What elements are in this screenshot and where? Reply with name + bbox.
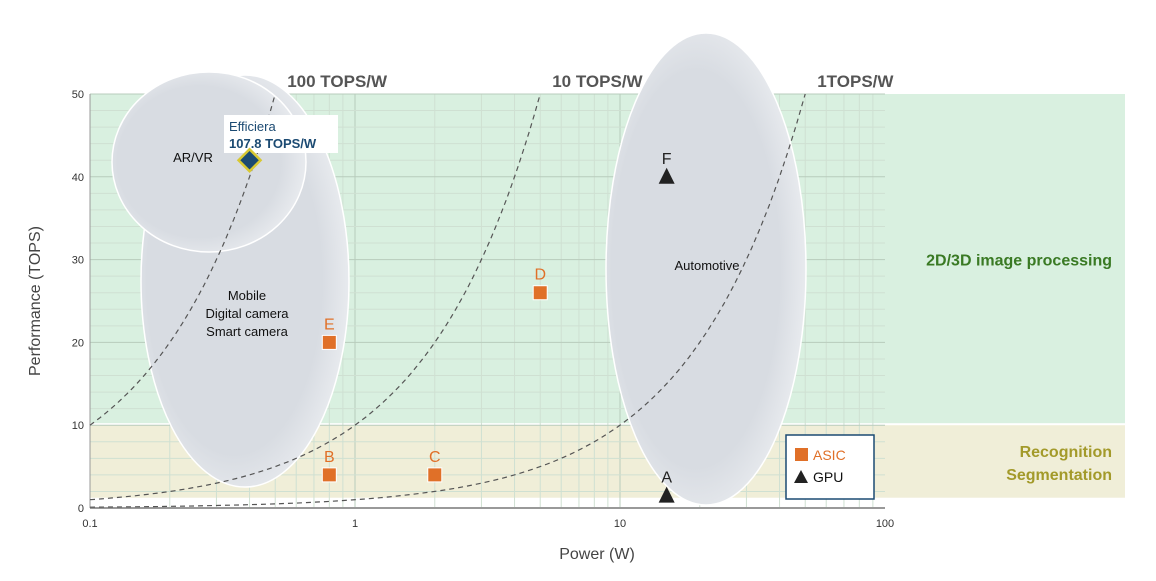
efficiency-line-label: 100 TOPS/W: [287, 72, 388, 91]
band-label: Recognition: [1020, 444, 1112, 461]
y-axis-label: Performance (TOPS): [27, 226, 44, 376]
highlight-diamond-icon: [236, 147, 263, 174]
legend-box: [785, 434, 875, 500]
region-label: Mobile: [228, 288, 266, 303]
band-label: 2D/3D image processing: [926, 253, 1112, 270]
highlight-name: Efficiera: [229, 119, 276, 134]
band-label: Segmentation: [1006, 467, 1112, 484]
region-label: Digital camera: [205, 306, 289, 321]
x-tick-label: 1: [352, 518, 358, 530]
asic-point-C: [427, 467, 443, 483]
x-tick-label: 10: [614, 518, 626, 530]
legend-square-icon: [795, 448, 808, 461]
legend-label: ASIC: [813, 447, 846, 463]
point-label: B: [324, 449, 335, 466]
y-tick-label: 0: [78, 503, 84, 515]
y-tick-label: 30: [72, 255, 84, 267]
y-tick-label: 20: [72, 337, 84, 349]
region-label: Smart camera: [206, 324, 288, 339]
efficiency-line: [89, 93, 276, 426]
point-label: E: [324, 316, 335, 333]
efficiency-line-label: 1TOPS/W: [817, 72, 894, 91]
asic-point-B: [321, 467, 337, 483]
region-label: AR/VR: [173, 150, 213, 165]
legend-triangle-icon: [794, 470, 808, 483]
x-tick-label: 0.1: [82, 518, 97, 530]
region-automotive: [605, 32, 807, 506]
point-label: F: [662, 151, 672, 168]
x-tick-label: 100: [876, 518, 894, 530]
point-label: D: [534, 267, 546, 284]
x-axis-label: Power (W): [559, 546, 635, 563]
highlight-value: 107.8 TOPS/W: [229, 136, 317, 151]
y-tick-label: 10: [72, 420, 84, 432]
y-tick-label: 40: [72, 172, 84, 184]
region-label: Automotive: [674, 258, 739, 273]
gpu-point-A: [658, 486, 675, 503]
highlight-callout-bg: [224, 115, 338, 153]
efficiency-line: [89, 93, 541, 501]
gpu-point-F: [658, 167, 675, 184]
y-tick-label: 50: [72, 89, 84, 101]
point-label: A: [661, 470, 672, 487]
point-label: C: [429, 449, 441, 466]
efficiency-line-label: 10 TOPS/W: [552, 72, 643, 91]
asic-point-E: [321, 334, 337, 350]
efficiency-line: [89, 93, 806, 508]
asic-point-D: [532, 285, 548, 301]
legend-label: GPU: [813, 469, 843, 485]
